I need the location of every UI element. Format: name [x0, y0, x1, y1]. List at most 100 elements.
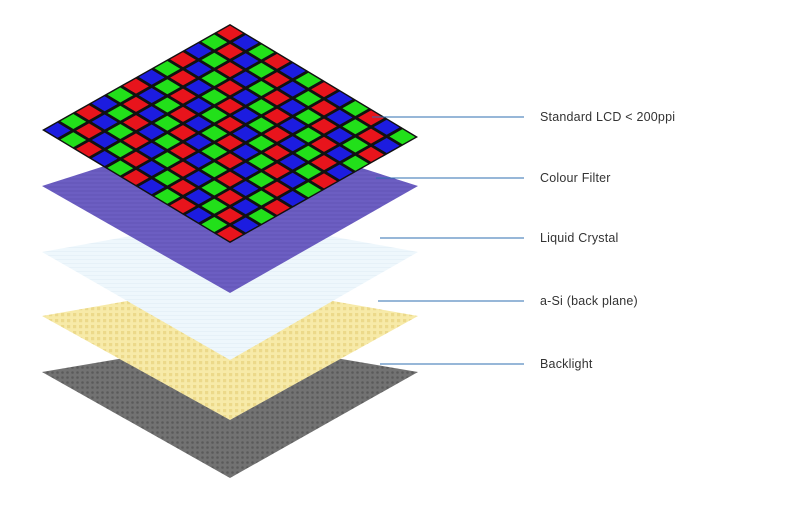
subpixel: [232, 199, 259, 215]
subpixel: [201, 198, 228, 214]
subpixel: [201, 143, 228, 159]
subpixel: [279, 99, 306, 115]
subpixel: [138, 142, 165, 158]
subpixel: [91, 114, 118, 130]
subpixel: [185, 98, 212, 114]
subpixel: [217, 171, 243, 187]
subpixel: [342, 100, 369, 116]
subpixel: [326, 128, 353, 144]
subpixel: [232, 162, 259, 178]
subpixel: [185, 171, 212, 187]
label-a-si: a-Si (back plane): [540, 294, 638, 308]
subpixel: [326, 146, 353, 162]
subpixel: [201, 34, 228, 50]
subpixel: [279, 154, 306, 170]
subpixel: [248, 117, 275, 133]
subpixel: [373, 119, 400, 135]
subpixel: [123, 151, 149, 167]
subpixel: [201, 70, 228, 86]
subpixel: [44, 122, 71, 138]
label-colour-filter: Colour Filter: [540, 171, 611, 185]
subpixel: [279, 81, 306, 97]
subpixel: [185, 116, 212, 132]
subpixel: [217, 135, 243, 151]
subpixel: [217, 226, 243, 242]
subpixel: [217, 80, 243, 96]
subpixel: [154, 60, 181, 76]
subpixel: [279, 63, 306, 79]
subpixel: [138, 179, 165, 195]
subpixel: [60, 113, 87, 129]
subpixel: [201, 180, 228, 196]
subpixel: [264, 163, 290, 179]
subpixel: [185, 189, 212, 205]
subpixel: [248, 208, 275, 224]
subpixel: [185, 79, 212, 95]
subpixel: [91, 151, 118, 167]
subpixel: [107, 87, 134, 103]
subpixel: [170, 179, 196, 195]
subpixel: [185, 152, 212, 168]
subpixel: [201, 125, 228, 141]
subpixel: [342, 137, 369, 153]
subpixel: [154, 188, 181, 204]
subpixel: [185, 43, 212, 59]
subpixel: [342, 119, 369, 135]
subpixel: [154, 152, 181, 168]
subpixel: [248, 153, 275, 169]
subpixel: [217, 25, 243, 41]
subpixel: [185, 134, 212, 150]
subpixel: [264, 145, 290, 161]
subpixel: [326, 91, 353, 107]
subpixel: [279, 191, 306, 207]
subpixel: [154, 133, 181, 149]
subpixel: [232, 144, 259, 160]
subpixel: [248, 172, 275, 188]
subpixel: [295, 182, 322, 198]
subpixel: [264, 199, 290, 215]
subpixel: [248, 62, 275, 78]
subpixel: [232, 71, 259, 87]
subpixel: [170, 143, 196, 159]
subpixel: [248, 44, 275, 60]
subpixel: [107, 105, 134, 121]
subpixel: [107, 142, 134, 158]
subpixel: [279, 118, 306, 134]
subpixel: [185, 207, 212, 223]
subpixel: [154, 115, 181, 131]
subpixel: [326, 109, 353, 125]
subpixel: [295, 72, 322, 88]
subpixel: [138, 124, 165, 140]
subpixel: [138, 88, 165, 104]
subpixel: [217, 189, 243, 205]
subpixel: [264, 108, 290, 124]
subpixel: [295, 109, 322, 125]
subpixel: [389, 129, 416, 145]
subpixel: [217, 62, 243, 78]
subpixel: [154, 97, 181, 113]
subpixel: [217, 98, 243, 114]
subpixel: [91, 96, 118, 112]
subpixel: [217, 43, 243, 59]
subpixel: [138, 161, 165, 177]
subpixel: [123, 78, 149, 94]
subpixel: [123, 133, 149, 149]
subpixel: [123, 96, 149, 112]
subpixel: [170, 125, 196, 141]
subpixel: [154, 170, 181, 186]
subpixel: [201, 216, 228, 232]
subpixel: [232, 89, 259, 105]
subpixel: [248, 135, 275, 151]
subpixel: [232, 108, 259, 124]
subpixel: [311, 155, 337, 171]
subpixel: [311, 118, 337, 134]
subpixel: [170, 161, 196, 177]
label-standard-lcd: Standard LCD < 200ppi: [540, 110, 675, 124]
label-liquid-crystal: Liquid Crystal: [540, 231, 619, 245]
subpixel: [264, 126, 290, 142]
subpixel: [279, 172, 306, 188]
subpixel: [91, 132, 118, 148]
subpixel: [264, 181, 290, 197]
subpixel: [154, 79, 181, 95]
